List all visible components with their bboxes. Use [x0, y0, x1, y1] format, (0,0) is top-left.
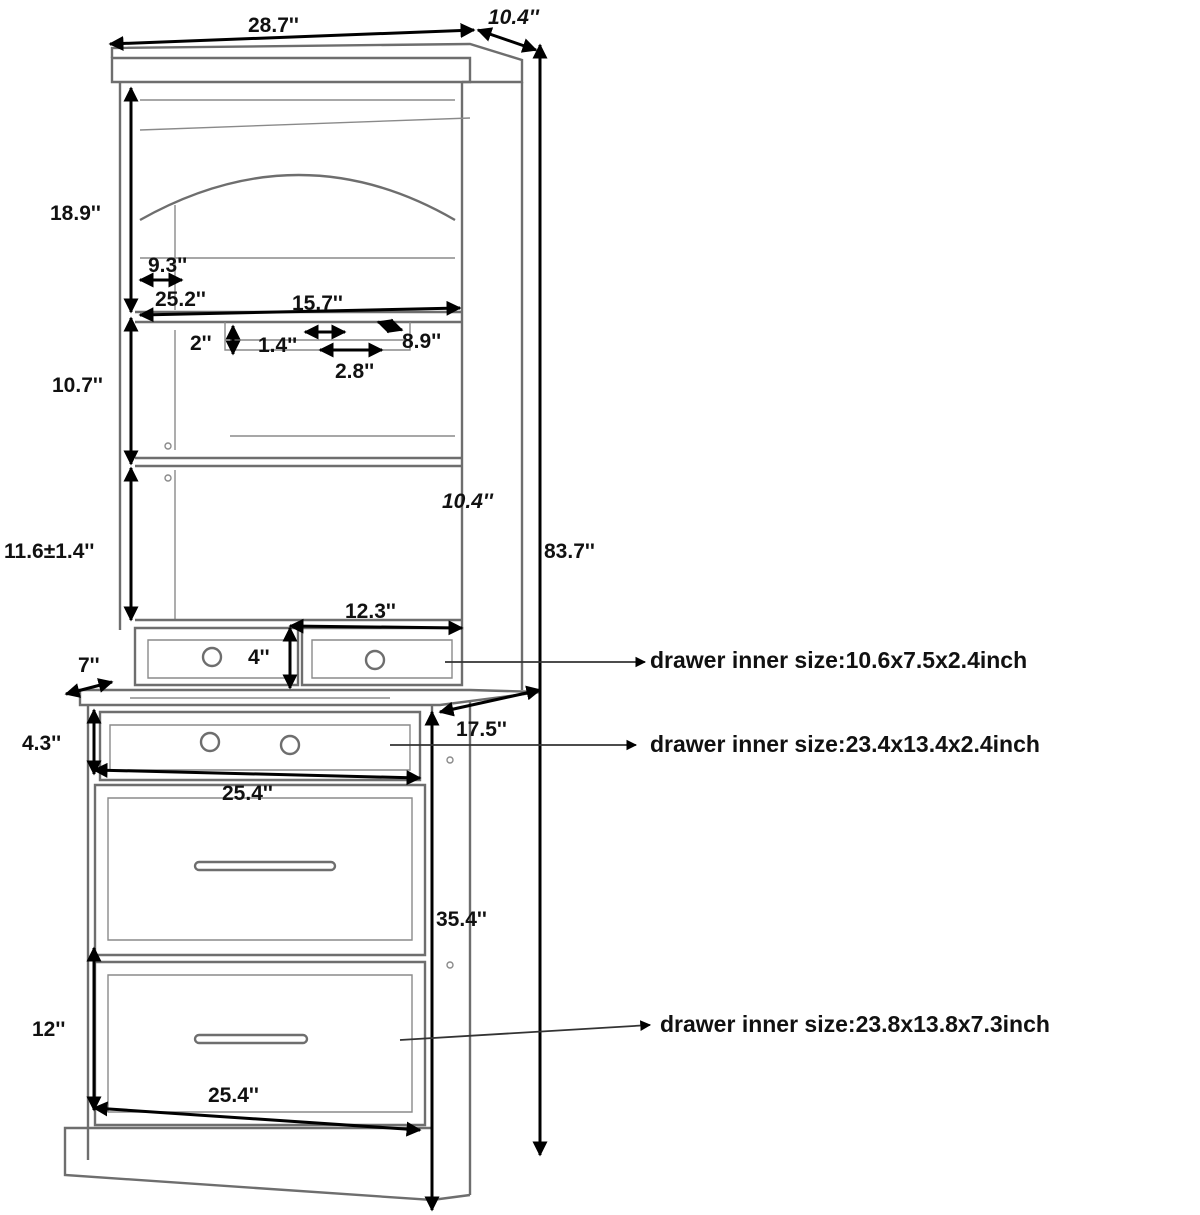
label-base-depth: 17.5'': [456, 718, 507, 741]
label-top-width: 28.7'': [248, 14, 299, 37]
arrow-middle-drawer-width: [92, 762, 422, 786]
glass-rack: [224, 322, 411, 351]
knob-icon: [279, 734, 301, 756]
label-top-depth: 10.4'': [488, 6, 540, 29]
label-adjustable-height: 11.6±1.4'': [4, 540, 94, 563]
arrow-top-width: [108, 23, 476, 51]
label-rack-height: 2'': [190, 332, 212, 355]
label-bottom-drawer-height: 12'': [32, 1018, 65, 1041]
note-leaders: [390, 656, 652, 1041]
label-base-height: 35.4'': [436, 908, 487, 931]
cabinet-drawing: [63, 42, 541, 1202]
label-counter-depth: 7'': [78, 654, 100, 677]
note-bottom-drawer: drawer inner size:23.8x13.8x7.3inch: [660, 1011, 1050, 1037]
knob-icon: [201, 646, 223, 668]
label-bottom-drawer-width: 25.4'': [208, 1084, 259, 1107]
label-slot-gap: 1.4'': [258, 334, 297, 357]
arrow-bottom-drawer-width: [92, 1101, 422, 1137]
label-middle-drawer-width: 25.4'': [222, 782, 273, 805]
label-upper-height: 18.9'': [50, 202, 101, 225]
dimension-labels: 28.7'' 10.4'' 18.9'' 9.3'' 25.2'' 15.7''…: [4, 6, 595, 1107]
label-slot-width: 2.8'': [335, 360, 374, 383]
drawer-notes: drawer inner size:10.6x7.5x2.4inch drawe…: [650, 647, 1050, 1037]
dimension-arrows: [64, 23, 548, 1212]
note-small-drawer: drawer inner size:10.6x7.5x2.4inch: [650, 647, 1027, 673]
plinth: [63, 1126, 434, 1202]
label-inner-width: 25.2'': [155, 288, 206, 311]
label-small-drawer-width: 12.3'': [345, 600, 396, 623]
arrow-top-depth: [476, 27, 538, 53]
label-rack-depth: 9.3'': [148, 254, 187, 277]
small-drawer-left: [133, 626, 300, 687]
leader-bottom-drawer: [399, 1020, 652, 1041]
label-rack-side: 8.9'': [402, 330, 441, 353]
label-shelf-depth: 10.4'': [442, 490, 494, 513]
arrow-small-drawer-width: [288, 618, 464, 636]
arch: [139, 173, 456, 222]
label-middle-drawer-height: 4.3'': [22, 732, 61, 755]
label-small-drawer-height: 4'': [248, 646, 270, 669]
crown-top: [110, 42, 524, 84]
knob-icon: [199, 731, 221, 753]
arrow-counter-depth: [64, 678, 114, 698]
arrow-rack-side: [376, 318, 404, 334]
label-total-height: 83.7'': [544, 540, 595, 563]
crown-front: [110, 56, 472, 84]
knob-icon: [364, 649, 386, 671]
arrow-base-depth: [438, 685, 542, 717]
note-middle-drawer: drawer inner size:23.4x13.4x2.4inch: [650, 731, 1040, 757]
handle-icon: [193, 860, 337, 872]
arrow-inner-width: [138, 300, 462, 323]
label-glass-rack-width: 15.7'': [292, 292, 343, 315]
label-middle-height: 10.7'': [52, 374, 103, 397]
handle-icon: [193, 1033, 309, 1045]
